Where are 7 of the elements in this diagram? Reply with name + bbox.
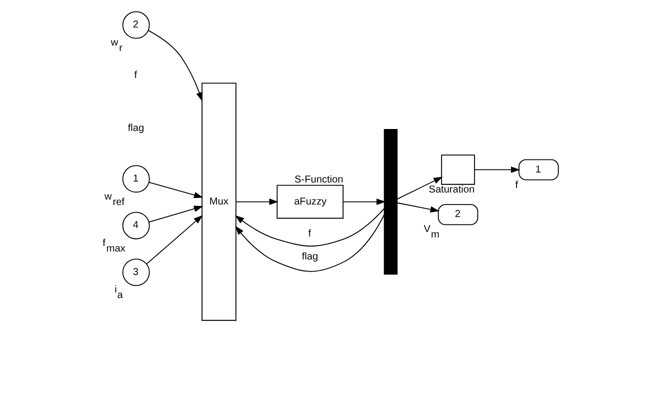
label: flag [128,123,144,134]
node-label: f [515,180,518,191]
node-label: Saturation [428,184,475,196]
node-label: S-Function [294,174,344,186]
label: f [134,70,138,81]
edge-label: f [308,228,312,240]
edge-label: flag [302,251,318,262]
